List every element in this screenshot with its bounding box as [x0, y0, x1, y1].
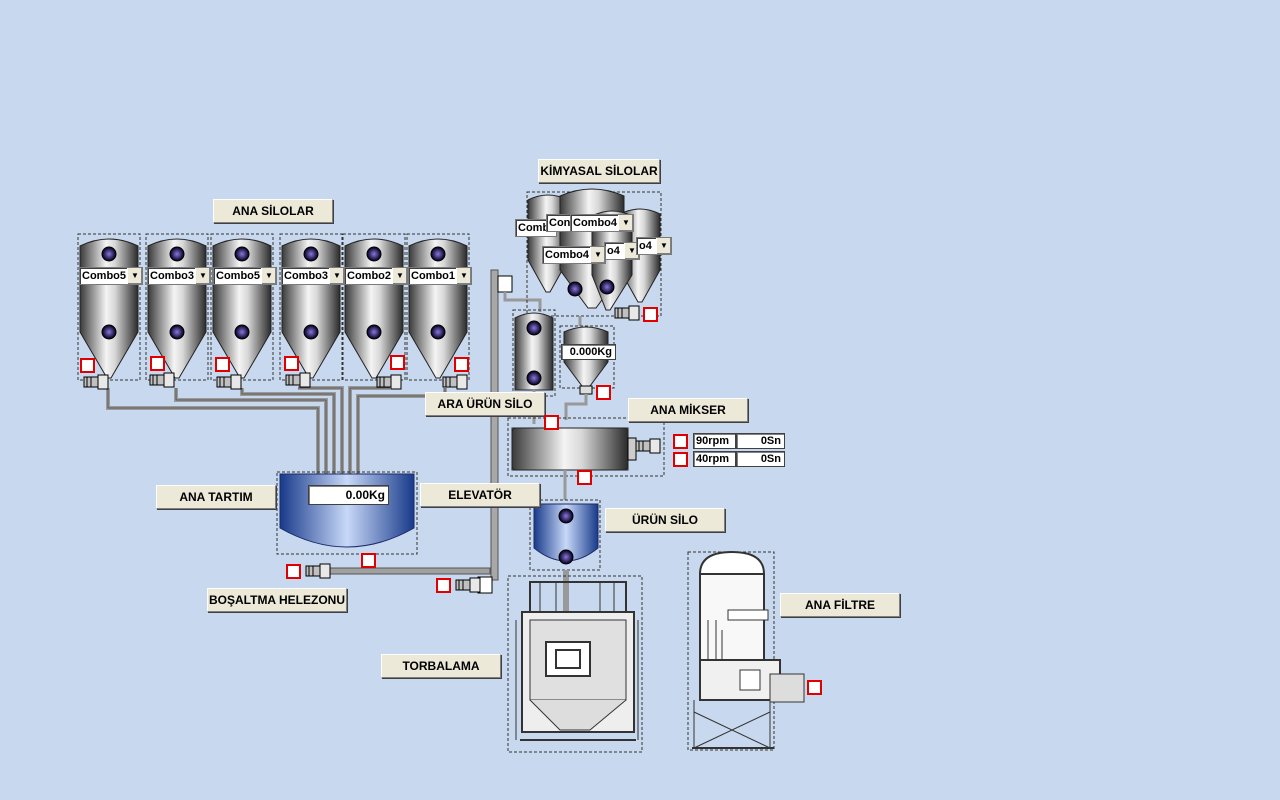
ana-tartim-weight: 0.00Kg: [308, 485, 389, 505]
mixer-speed-1: 90rpm: [693, 433, 736, 449]
ara-urun-silo-status[interactable]: [544, 415, 559, 430]
label-ana-filtre: ANA FİLTRE: [780, 593, 900, 617]
main-silo-2-select[interactable]: Combo3▼: [147, 267, 211, 285]
main-silo-1-select[interactable]: Combo5▼: [79, 267, 143, 285]
main-silo-3-select[interactable]: Combo5▼: [213, 267, 277, 285]
chem-weight: 0.000Kg: [561, 344, 616, 360]
chevron-down-icon[interactable]: ▼: [618, 215, 633, 231]
bosaltma-helezonu-status[interactable]: [286, 564, 301, 579]
main-silo-graphics: [77, 233, 470, 390]
mixer-discharge-status[interactable]: [577, 470, 592, 485]
chem-silo-3-select[interactable]: Combo4▼: [570, 214, 634, 232]
mixer-time-2: 0Sn: [736, 451, 785, 467]
mixer-time-1: 0Sn: [736, 433, 785, 449]
mixer-speed-2: 40rpm: [693, 451, 736, 467]
chem-silo-4-select[interactable]: o4▼: [604, 242, 640, 260]
main-silo-5-select[interactable]: Combo2▼: [344, 267, 408, 285]
feed-pipes: [106, 386, 447, 478]
bagging-machine-graphic: [507, 575, 643, 753]
main-silo-3-status[interactable]: [215, 357, 230, 372]
label-ana-tartim: ANA TARTIM: [156, 485, 276, 509]
label-bosaltma-helezonu: BOŞALTMA HELEZONU: [207, 588, 347, 612]
filter-graphic: [687, 550, 805, 751]
chevron-down-icon[interactable]: ▼: [261, 268, 276, 284]
chevron-down-icon[interactable]: ▼: [392, 268, 407, 284]
chevron-down-icon[interactable]: ▼: [195, 268, 210, 284]
ana-filtre-status[interactable]: [807, 680, 822, 695]
label-torbalama: TORBALAMA: [381, 654, 501, 678]
label-ana-mikser: ANA MİKSER: [628, 398, 748, 422]
label-kimyasal-silolar: KİMYASAL SİLOLAR: [538, 159, 660, 183]
chem-silo-6-select[interactable]: Combo4▼: [542, 246, 606, 264]
main-silo-4-status[interactable]: [284, 356, 299, 371]
chevron-down-icon[interactable]: ▼: [590, 247, 605, 263]
label-ana-silolar: ANA SİLOLAR: [213, 199, 333, 223]
chevron-down-icon[interactable]: ▼: [329, 268, 344, 284]
elevator-status[interactable]: [436, 578, 451, 593]
label-elevator: ELEVATÖR: [420, 483, 540, 507]
chevron-down-icon[interactable]: ▼: [656, 238, 671, 254]
main-silo-2-status[interactable]: [150, 356, 165, 371]
chevron-down-icon[interactable]: ▼: [127, 268, 142, 284]
chem-silo-5-select[interactable]: o4▼: [636, 237, 672, 255]
mixer-run-2-checkbox[interactable]: [673, 452, 688, 467]
label-ara-urun-silo: ARA ÜRÜN SİLO: [425, 392, 545, 416]
chem-weigh-status[interactable]: [596, 385, 611, 400]
chevron-down-icon[interactable]: ▼: [624, 243, 639, 259]
ana-tartim-status[interactable]: [361, 553, 376, 568]
mixer-run-1-checkbox[interactable]: [673, 434, 688, 449]
main-silo-6-status[interactable]: [454, 357, 469, 372]
main-silo-1-status[interactable]: [80, 358, 95, 373]
label-urun-silo: ÜRÜN SİLO: [605, 508, 725, 532]
main-silo-6-select[interactable]: Combo1▼: [408, 267, 472, 285]
main-silo-4-select[interactable]: Combo3▼: [281, 267, 345, 285]
chem-silos-status[interactable]: [643, 307, 658, 322]
chevron-down-icon[interactable]: ▼: [456, 268, 471, 284]
main-silo-5-status[interactable]: [390, 355, 405, 370]
